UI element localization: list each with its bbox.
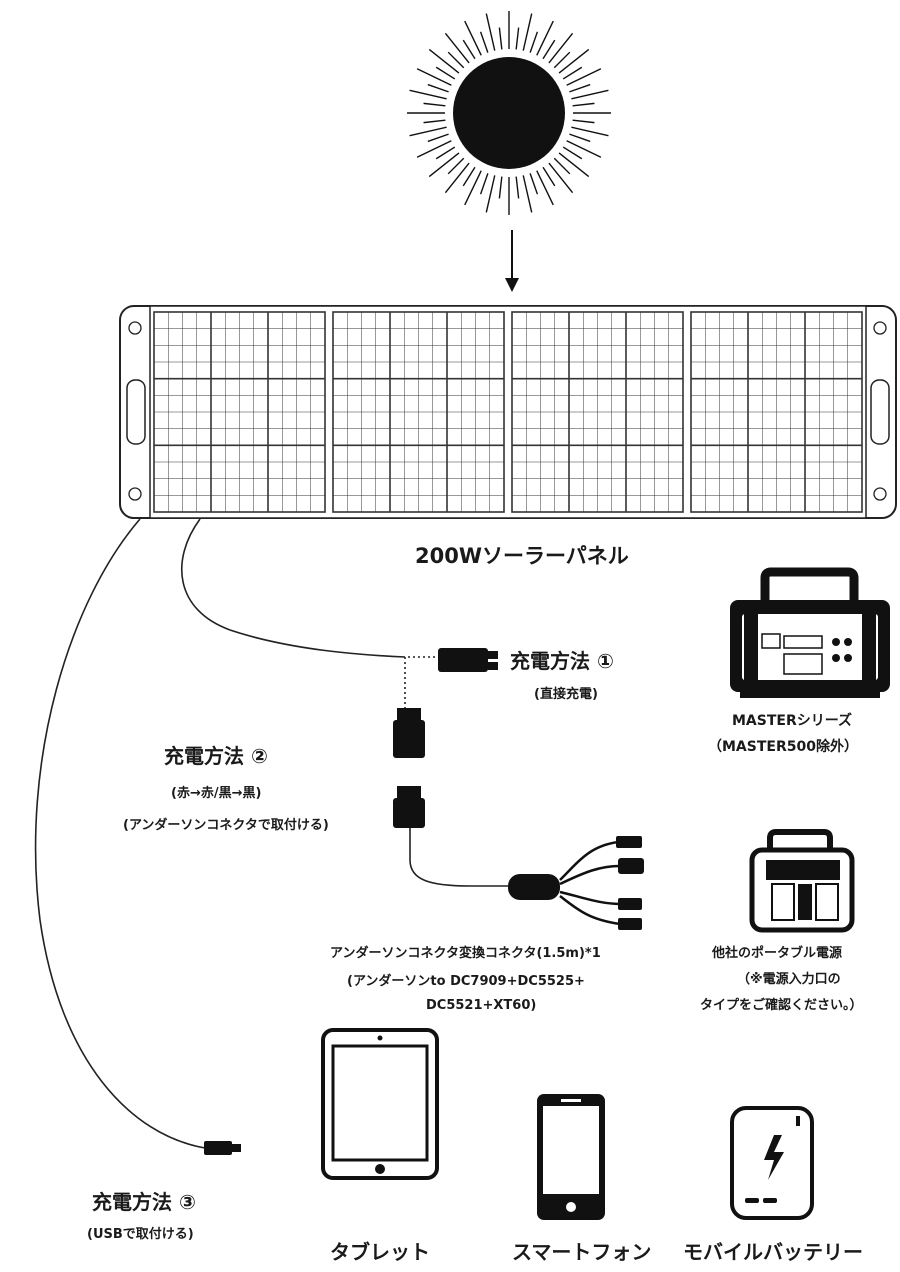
mobile-battery-icon [730, 1106, 814, 1220]
converter-label-1: アンダーソンコネクタ変換コネクタ(1.5m)*1 [330, 946, 601, 961]
power-station-master-icon [730, 567, 890, 698]
usb-connector-icon [204, 1141, 241, 1155]
tablet-icon [321, 1028, 439, 1180]
master-exclusion-label: （MASTER500除外） [708, 739, 858, 755]
smartphone-icon [537, 1094, 605, 1220]
other-power-label-1: 他社のポータブル電源 [712, 946, 843, 961]
connector-pair-icon [393, 708, 425, 828]
method1-title: 充電方法 ① [510, 649, 614, 673]
converter-splitter-icon [508, 836, 644, 930]
smartphone-label: スマートフォン [512, 1240, 652, 1264]
power-station-other-icon [749, 829, 855, 933]
converter-label-3: DC5521+XT60) [426, 998, 537, 1013]
solar-panel-label: 200Wソーラーパネル [415, 544, 629, 568]
master-series-label: MASTERシリーズ [732, 713, 853, 729]
anderson-connector-icon [438, 648, 498, 672]
solar-panel [119, 305, 897, 519]
tablet-label: タブレット [330, 1240, 430, 1264]
method3-note: (USBで取付ける) [87, 1227, 194, 1242]
cable-method1 [180, 518, 406, 658]
method2-note2: (アンダーソンコネクタで取付ける) [123, 818, 329, 833]
battery-label: モバイルバッテリー [683, 1240, 863, 1264]
method2-note1: (赤→赤/黒→黒) [171, 786, 262, 801]
arrow-down-icon [505, 230, 519, 292]
method3-title: 充電方法 ③ [92, 1190, 196, 1214]
cable-method3 [34, 518, 206, 1149]
method1-note: (直接充電) [534, 687, 598, 702]
sun-icon [407, 11, 611, 215]
other-power-label-2: （※電源入力口の [737, 972, 841, 987]
converter-label-2: (アンダーソンto DC7909+DC5525+ [347, 974, 585, 989]
cable-converter [409, 825, 515, 887]
other-power-label-3: タイプをご確認ください。） [700, 998, 863, 1013]
dotted-link [404, 656, 440, 710]
method2-title: 充電方法 ② [164, 744, 268, 768]
